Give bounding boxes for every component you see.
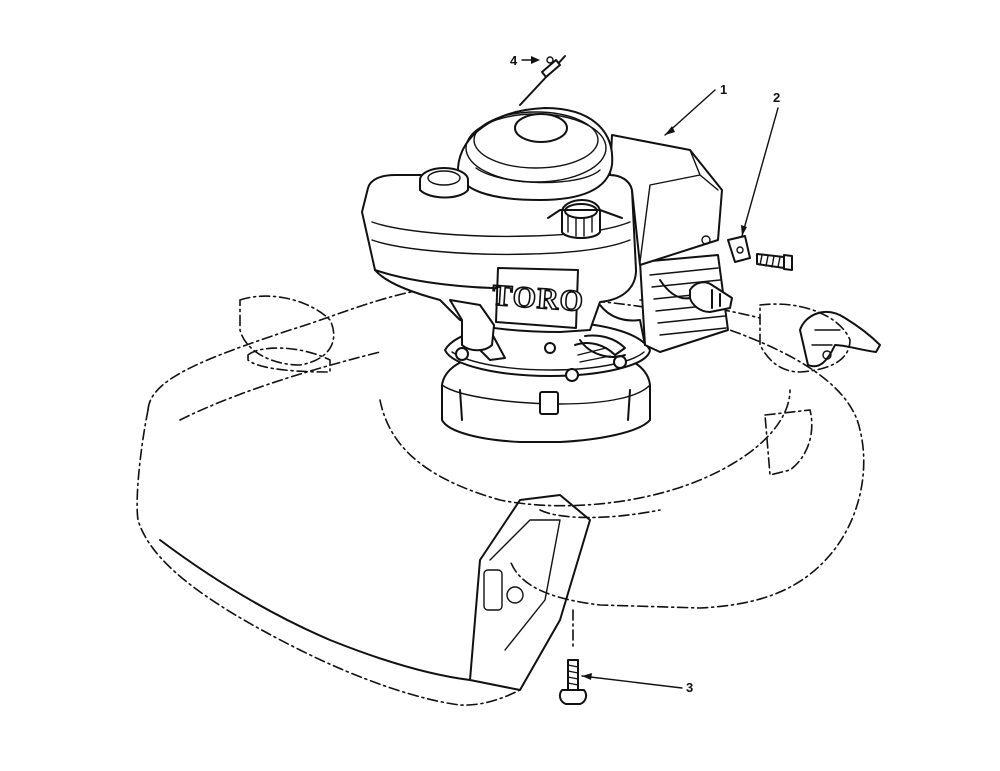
callout-1: 1 — [720, 82, 727, 97]
bracket-and-bolt — [727, 235, 793, 271]
leader-lines — [521, 56, 779, 689]
callout-4: 4 — [510, 53, 518, 68]
cylinder-fins — [639, 254, 733, 353]
mounting-bolt — [558, 609, 588, 705]
oil-cap — [547, 199, 623, 239]
brand-logo: TORO — [491, 279, 585, 318]
engine-base — [441, 321, 651, 443]
callout-labels: 1 2 3 4 — [510, 53, 780, 695]
engine: TORO — [361, 107, 733, 358]
callout-2: 2 — [773, 90, 780, 105]
callout-3: 3 — [686, 680, 693, 695]
fuel-cap — [419, 167, 469, 199]
control-cable — [519, 55, 566, 106]
recoil-starter — [457, 107, 614, 201]
